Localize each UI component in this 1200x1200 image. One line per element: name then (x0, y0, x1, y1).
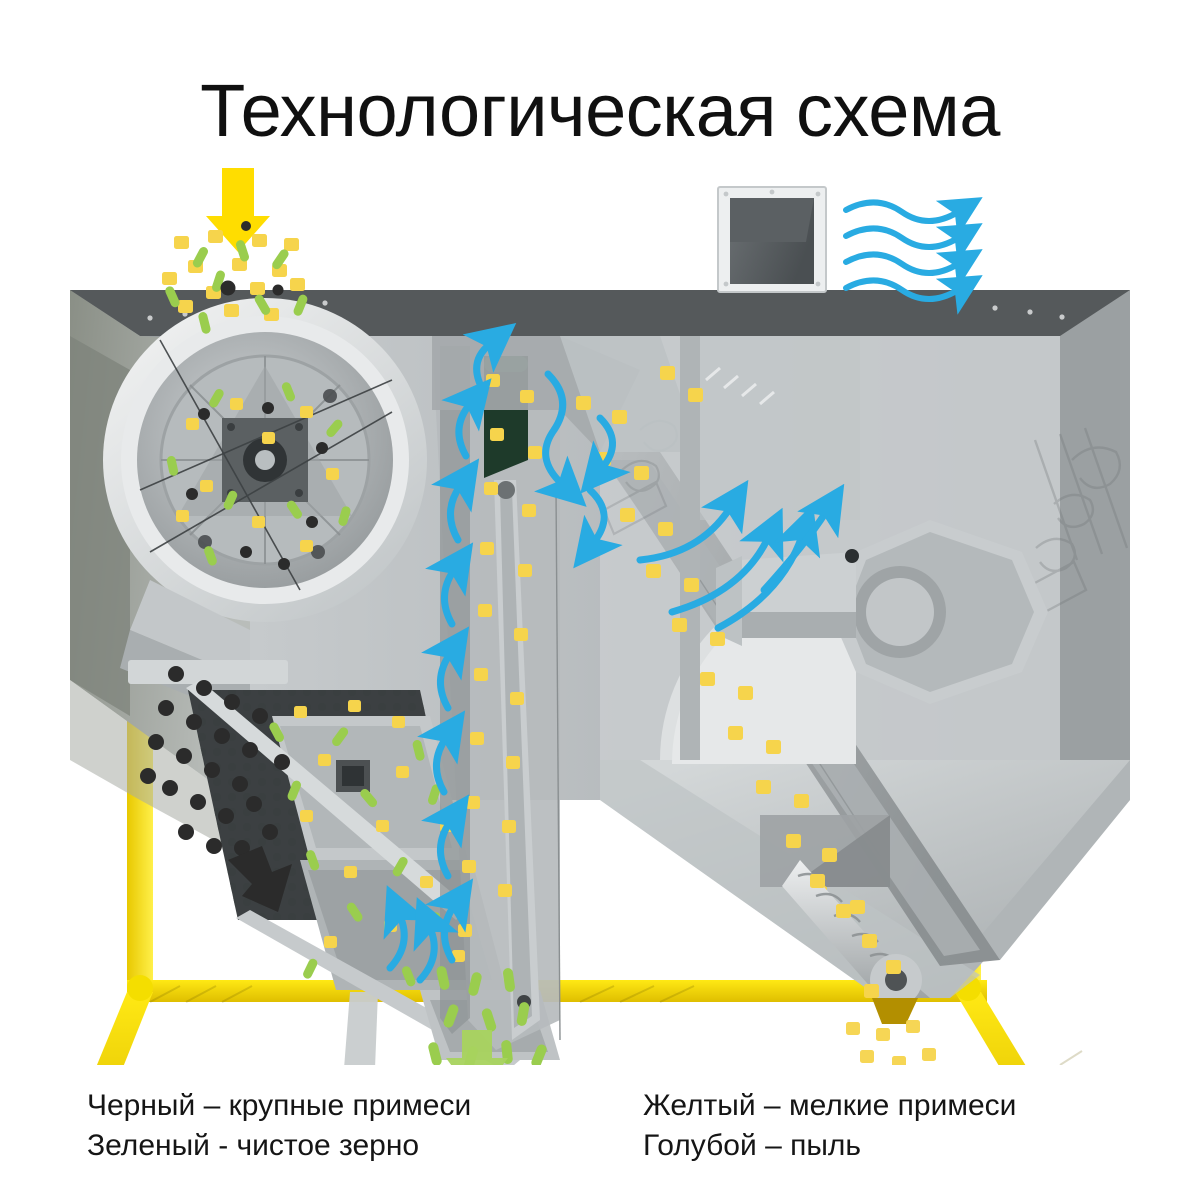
legend-column-left: Черный – крупные примеси Зеленый - чисто… (87, 1087, 607, 1166)
fines-outlet (846, 1020, 936, 1065)
air-channel-fines (458, 374, 542, 937)
page-title: Технологическая схема (200, 69, 1000, 152)
fan-housing (660, 336, 1048, 764)
coarse-outlet (140, 666, 292, 912)
legend-column-right: Желтый – мелкие примеси Голубой – пыль (643, 1087, 1113, 1166)
air-outlet-duct (717, 186, 827, 293)
legend-item-grain: Зеленый - чистое зерно (87, 1129, 420, 1163)
machine-illustration (0, 160, 1200, 1065)
dust-outlet (843, 197, 983, 315)
legend-item-coarse: Черный – крупные примеси (87, 1089, 472, 1122)
inlet-mixture (162, 221, 308, 334)
legend-item-dust: Голубой – пыль (643, 1129, 862, 1163)
screw-conveyor (782, 860, 930, 1024)
grain-outlet (428, 966, 547, 1065)
embossed-branding (1016, 427, 1129, 622)
legend: Черный – крупные примеси Зеленый - чисто… (0, 1087, 1200, 1166)
sieve-particles (269, 700, 465, 987)
air-flow-arrows (383, 322, 845, 984)
screw-conveyor-fines (810, 874, 901, 998)
legend-item-fines: Желтый – мелкие примеси (643, 1089, 1017, 1122)
rotary-drum (103, 298, 427, 720)
drum-particles (166, 382, 351, 570)
